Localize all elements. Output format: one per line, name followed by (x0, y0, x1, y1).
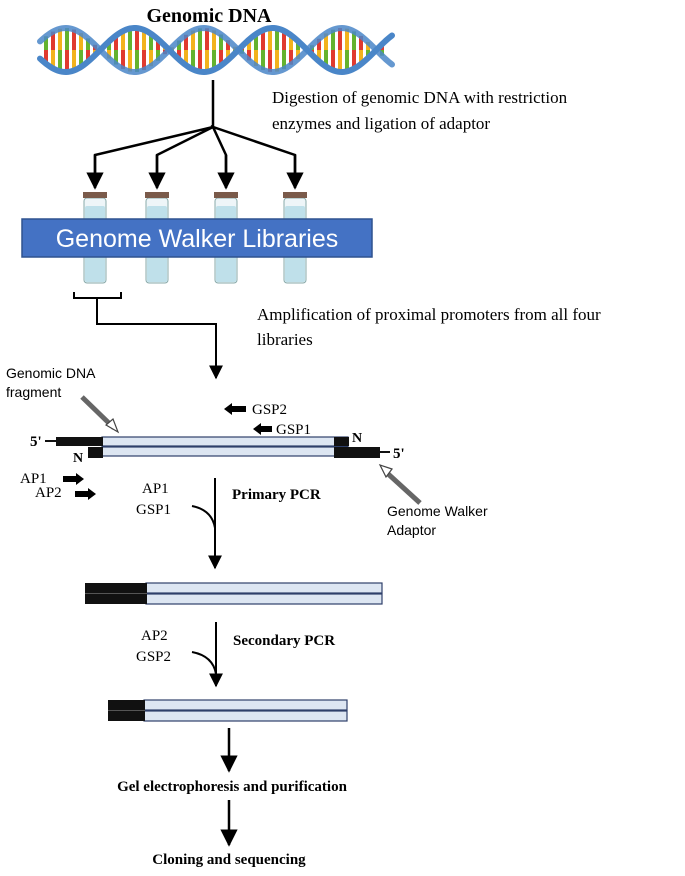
gsp2-label: GSP2 (252, 402, 287, 418)
ap1-label: AP1 (20, 471, 47, 487)
secondary-pcr-label: Secondary PCR (233, 633, 335, 649)
primary-pcr-primer1: AP1 (142, 481, 169, 497)
secondary-pcr-product (108, 699, 348, 722)
ap2-primer-arrow (75, 488, 96, 500)
five-prime-right-label: 5' (393, 446, 405, 462)
fragment-top-strand (101, 436, 349, 447)
step-amplification-line2: libraries (257, 330, 313, 349)
primary-pcr-primer2: GSP1 (136, 502, 171, 518)
five-prime-left-label: 5' (30, 434, 42, 450)
libraries-banner (21, 218, 373, 258)
right-adaptor-long (334, 447, 380, 458)
n-left-label: N (73, 451, 83, 466)
libraries-banner-label: Genome Walker Libraries (56, 225, 339, 253)
genomic-fragment-label-line1: Genomic DNA (6, 365, 96, 381)
secondary-pcr-primer1: AP2 (141, 628, 168, 644)
gsp2-primer-arrow (224, 403, 246, 415)
adaptor-label-line2: Adaptor (387, 522, 436, 538)
ap1-primer-arrow (63, 473, 84, 485)
step-digestion-line2: enzymes and ligation of adaptor (272, 114, 490, 133)
bracket-arrow (73, 292, 223, 380)
left-adaptor-long (56, 437, 103, 446)
dna-helix-image (37, 24, 395, 76)
gel-step-label: Gel electrophoresis and purification (117, 779, 348, 795)
secondary-pcr-primer2: GSP2 (136, 649, 171, 665)
adaptor-label-line1: Genome Walker (387, 503, 488, 519)
ap2-label: AP2 (35, 485, 62, 501)
diagram-title: Genomic DNA (147, 5, 273, 27)
genomic-fragment-pointer-head (104, 417, 120, 434)
step-digestion-line1: Digestion of genomic DNA with restrictio… (272, 88, 568, 107)
primary-pcr-label: Primary PCR (232, 487, 321, 503)
adaptor-pointer (384, 470, 422, 505)
secondary-pcr-arrow (191, 622, 223, 688)
primary-pcr-arrow (191, 478, 222, 570)
right-adaptor-short (334, 437, 349, 446)
gsp1-primer-arrow (253, 423, 272, 435)
branching-arrows (86, 80, 304, 190)
adaptor-pointer-head (378, 463, 393, 479)
gsp1-label: GSP1 (276, 422, 311, 438)
n-right-label: N (352, 431, 362, 446)
left-adaptor-short (88, 447, 103, 458)
step-amplification-line1: Amplification of proximal promoters from… (257, 305, 601, 324)
adaptor-ligated-fragment (45, 436, 390, 458)
primary-pcr-product (85, 582, 383, 605)
cloning-step-label: Cloning and sequencing (152, 852, 306, 868)
genomic-fragment-label-line2: fragment (6, 384, 61, 400)
fragment-bottom-strand (101, 446, 349, 457)
